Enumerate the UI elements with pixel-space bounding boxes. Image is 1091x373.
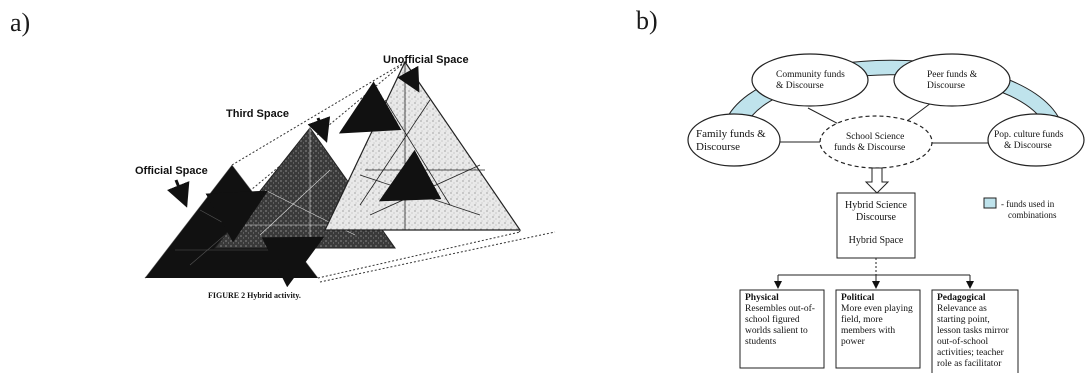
pedagogical-text: Relevance as starting point, lesson task… [937,304,1009,369]
family-funds-node [687,113,781,167]
family-funds-line2: Discourse [696,141,740,153]
legend-text-2: combinations [1008,210,1057,220]
peer-funds-node [893,53,1011,107]
pop-culture-line2: & Discourse [1004,141,1052,151]
panel-label-a: a) [10,8,31,37]
physical-box [739,289,825,369]
figure-a-caption: FIGURE 2 Hybrid activity. [208,291,301,300]
pedagogical-box [931,289,1019,373]
pop-culture-node [987,113,1085,167]
peer-funds-line2: Discourse [927,81,965,91]
school-funds-line2: funds & Discourse [834,142,905,153]
political-text: More even playing field, more members wi… [841,304,913,347]
physical-title: Physical [745,293,779,303]
pedagogical-box-content: Pedagogical Relevance as starting point,… [937,293,1015,370]
panel-label-b: b) [636,6,658,35]
school-funds-line1: School Science [846,132,904,142]
pedagogical-title: Pedagogical [937,293,986,303]
peer-funds-line1: Peer funds & [927,69,978,80]
hybrid-space-box [836,192,916,259]
third-space-label: Third Space [226,108,289,120]
physical-text: Resembles out-of-school figured worlds s… [745,304,815,347]
hybrid-line2: Discourse [856,212,897,223]
official-space-label: Official Space [135,165,208,177]
unofficial-space-label: Unofficial Space [383,54,469,66]
hybrid-arrows [205,81,442,288]
hollow-down-arrow [864,167,890,194]
tree-connectors [774,274,974,289]
community-funds-node [751,53,869,107]
community-funds-line2: & Discourse [776,81,824,91]
unofficial-space-triangle [324,60,522,231]
figure-b: Community funds & Discourse Peer funds &… [687,53,1085,373]
legend-text-1: - funds used in [1001,199,1055,209]
family-funds-line1: Family funds & [696,128,766,140]
school-science-node [819,115,933,169]
community-funds-line1: Community funds [776,69,845,80]
legend-swatch [983,197,997,209]
political-title: Political [841,293,875,303]
physical-box-content: Physical Resembles out-of-school figured… [745,293,821,348]
hybrid-line1: Hybrid Science [845,200,907,211]
political-box-content: Political More even playing field, more … [841,293,917,348]
pop-culture-line1: Pop. culture funds [994,129,1064,140]
figure-a: Unofficial Space Third Space Official Sp… [135,54,556,300]
hybrid-line3: Hybrid Space [849,235,904,246]
political-box [835,289,921,369]
